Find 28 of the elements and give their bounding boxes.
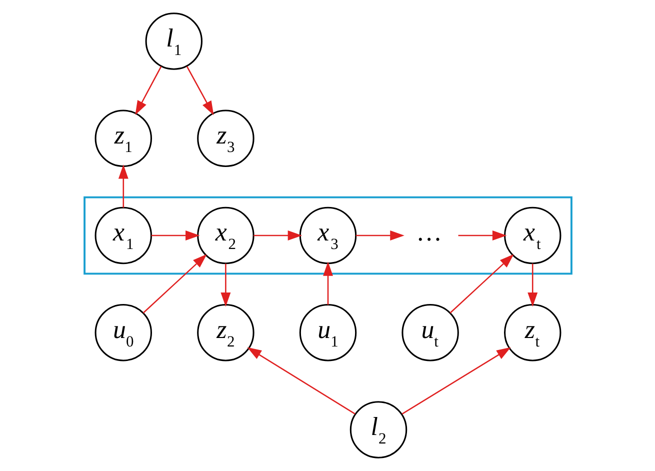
arrow (355, 230, 404, 240)
arrow (449, 254, 514, 314)
node-circle: z$_{1}$ (94, 110, 152, 167)
node-circle: u$_{1}$ (298, 304, 356, 362)
arrow (527, 264, 538, 307)
node-circle: x$_{t}$ (504, 206, 561, 264)
node-circle: z$_{2}$ (196, 304, 254, 362)
arrow (246, 347, 355, 415)
arrow (186, 66, 214, 116)
node-circle: l$_{1}$ (144, 12, 202, 70)
arrow (458, 230, 506, 240)
arrow (142, 254, 206, 314)
node-circle: x$_{1}$ (94, 206, 152, 264)
arrow (253, 230, 302, 240)
node-circle: x$_{2}$ (196, 206, 254, 264)
arrow (118, 164, 128, 208)
arrow (322, 262, 332, 305)
node-circle: u$_{t}$ (401, 304, 458, 362)
node-circle: z$_{t}$ (504, 304, 561, 362)
node-circle: u$_{0}$ (94, 304, 152, 362)
node-text: … (418, 218, 441, 247)
arrow (150, 230, 200, 240)
arrow (401, 347, 510, 415)
node-circle: x$_{3}$ (298, 206, 356, 264)
node-circle: z$_{3}$ (196, 110, 254, 167)
arrow (134, 66, 162, 115)
node-circle: l$_{2}$ (349, 401, 407, 458)
arrow (220, 264, 230, 307)
